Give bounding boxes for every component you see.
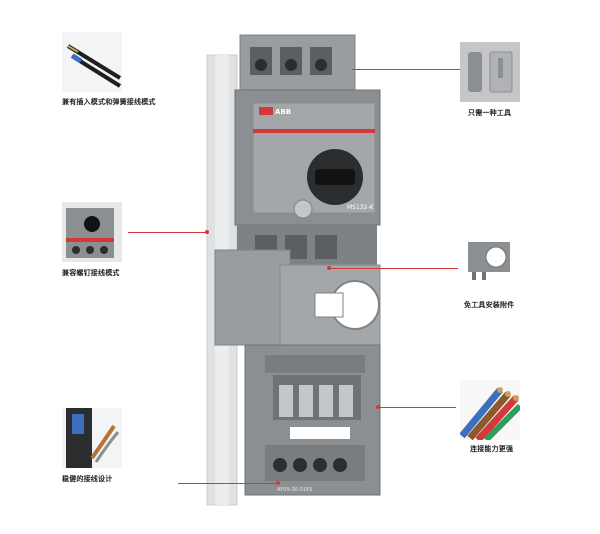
screw-caption: 兼容螺钉接线模式 (62, 269, 120, 277)
one-tool-leader-line (352, 69, 460, 70)
push-in-caption: 兼有插入模式和弹簧接线模式 (62, 98, 156, 106)
toolfree-leader-dot (327, 266, 331, 270)
conduct-leader-line (378, 407, 456, 408)
one-tool-caption: 只需一种工具 (468, 109, 512, 117)
robust-wiring-thumbnail (62, 408, 122, 468)
brand-logo-text: ABB (275, 108, 291, 116)
motor-starter-illustration: ABB MS132-K AF09-30-01K5 (206, 34, 381, 506)
screw-leader-line (128, 232, 208, 233)
robust-caption: 稳健的接线设计 (62, 475, 113, 483)
push-in-wire-thumbnail (62, 32, 122, 92)
screw-terminal-thumbnail (62, 202, 122, 262)
conduct-leader-dot (376, 405, 380, 409)
robust-leader-dot (276, 481, 280, 485)
robust-leader-line (178, 483, 278, 484)
wire-bundle-thumbnail (460, 380, 520, 440)
screw-leader-dot (205, 230, 209, 234)
toolfree-caption: 免工具安装附件 (464, 301, 515, 309)
conduct-caption: 连接能力更强 (470, 445, 514, 453)
one-tool-thumbnail (460, 42, 520, 102)
toolfree-accessory-thumbnail (462, 232, 518, 284)
toolfree-leader-line (330, 268, 458, 269)
contactor-model-label: AF09-30-01K5 (277, 487, 312, 493)
model-label: MS132-K (347, 204, 375, 211)
